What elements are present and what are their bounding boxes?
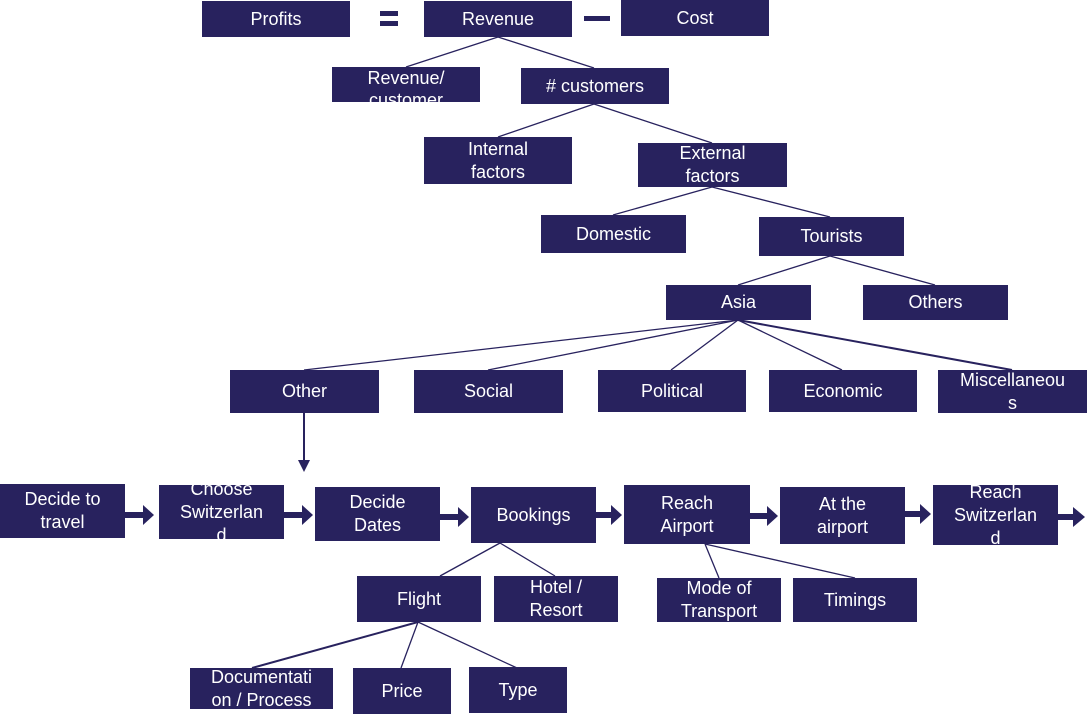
flow-arrow-icon <box>767 506 778 526</box>
flow-arrow-shaft-6 <box>905 511 922 517</box>
revenue-per-customer-box: Revenue/ customer <box>332 67 480 102</box>
flow-arrow-shaft-2 <box>284 512 304 518</box>
flow-arrow-icon <box>1073 507 1085 527</box>
reach-airport-box: Reach Airport <box>624 485 750 544</box>
political-box: Political <box>598 370 746 412</box>
link-asia-political <box>670 319 739 371</box>
link-asia-other <box>303 319 739 371</box>
other-box: Other <box>230 370 379 413</box>
link-asia-economic <box>737 319 843 371</box>
link-revenue-customers <box>497 36 595 69</box>
flow-arrow-icon <box>143 505 154 525</box>
flow-arrow-icon <box>611 505 622 525</box>
link-airport-mode <box>704 543 720 579</box>
flight-box: Flight <box>357 576 481 622</box>
reach-switzerland-box: Reach Switzerlan d <box>933 485 1058 545</box>
mode-of-transport-box: Mode of Transport <box>657 578 781 622</box>
flow-arrow-icon <box>458 507 469 527</box>
flow-arrow-shaft-7 <box>1058 514 1075 520</box>
choose-switzerland-box: Choose Switzerlan d <box>159 485 284 539</box>
link-customers-external <box>593 103 713 144</box>
tourists-box: Tourists <box>759 217 904 256</box>
link-tourists-asia <box>737 255 831 286</box>
flow-arrow-shaft-3 <box>440 514 460 520</box>
revenue-box: Revenue <box>424 1 572 37</box>
flow-arrow-shaft-1 <box>125 512 145 518</box>
arrow-down-icon <box>298 460 310 472</box>
miscellaneous-box: Miscellaneou s <box>938 370 1087 413</box>
internal-factors-box: Internal factors <box>424 137 572 184</box>
link-tourists-others <box>829 255 936 286</box>
social-box: Social <box>414 370 563 413</box>
link-bookings-hotel <box>499 542 556 577</box>
equals-sign-bottom <box>380 21 398 26</box>
at-the-airport-box: At the airport <box>780 487 905 544</box>
others-box: Others <box>863 285 1008 320</box>
flow-arrow-icon <box>920 504 931 524</box>
flow-arrow-shaft-4 <box>596 512 613 518</box>
external-factors-box: External factors <box>638 143 787 187</box>
link-asia-miscellaneous <box>737 319 1013 371</box>
link-flight-price <box>400 621 419 669</box>
link-flight-type <box>417 621 518 669</box>
link-revenue-revenue-per-customer <box>405 36 499 68</box>
cost-box: Cost <box>621 0 769 36</box>
timings-box: Timings <box>793 578 917 622</box>
link-external-domestic <box>612 186 713 216</box>
price-box: Price <box>353 668 451 714</box>
documentation-process-box: Documentati on / Process <box>190 668 333 709</box>
flow-arrow-shaft-5 <box>750 513 769 519</box>
decide-dates-box: Decide Dates <box>315 487 440 541</box>
economic-box: Economic <box>769 370 917 412</box>
link-airport-timings <box>704 543 856 579</box>
profits-box: Profits <box>202 1 350 37</box>
hotel-resort-box: Hotel / Resort <box>494 576 618 622</box>
link-customers-internal <box>497 103 595 138</box>
minus-sign <box>584 16 610 21</box>
link-external-tourists <box>711 186 831 218</box>
type-box: Type <box>469 667 567 713</box>
bookings-box: Bookings <box>471 487 596 543</box>
equals-sign-top <box>380 11 398 16</box>
customers-box: # customers <box>521 68 669 104</box>
link-asia-social <box>487 319 739 371</box>
flow-arrow-icon <box>302 505 313 525</box>
asia-box: Asia <box>666 285 811 320</box>
decide-to-travel-box: Decide to travel <box>0 484 125 538</box>
link-bookings-flight <box>439 542 501 577</box>
link-flight-documentation <box>251 621 419 669</box>
domestic-box: Domestic <box>541 215 686 253</box>
